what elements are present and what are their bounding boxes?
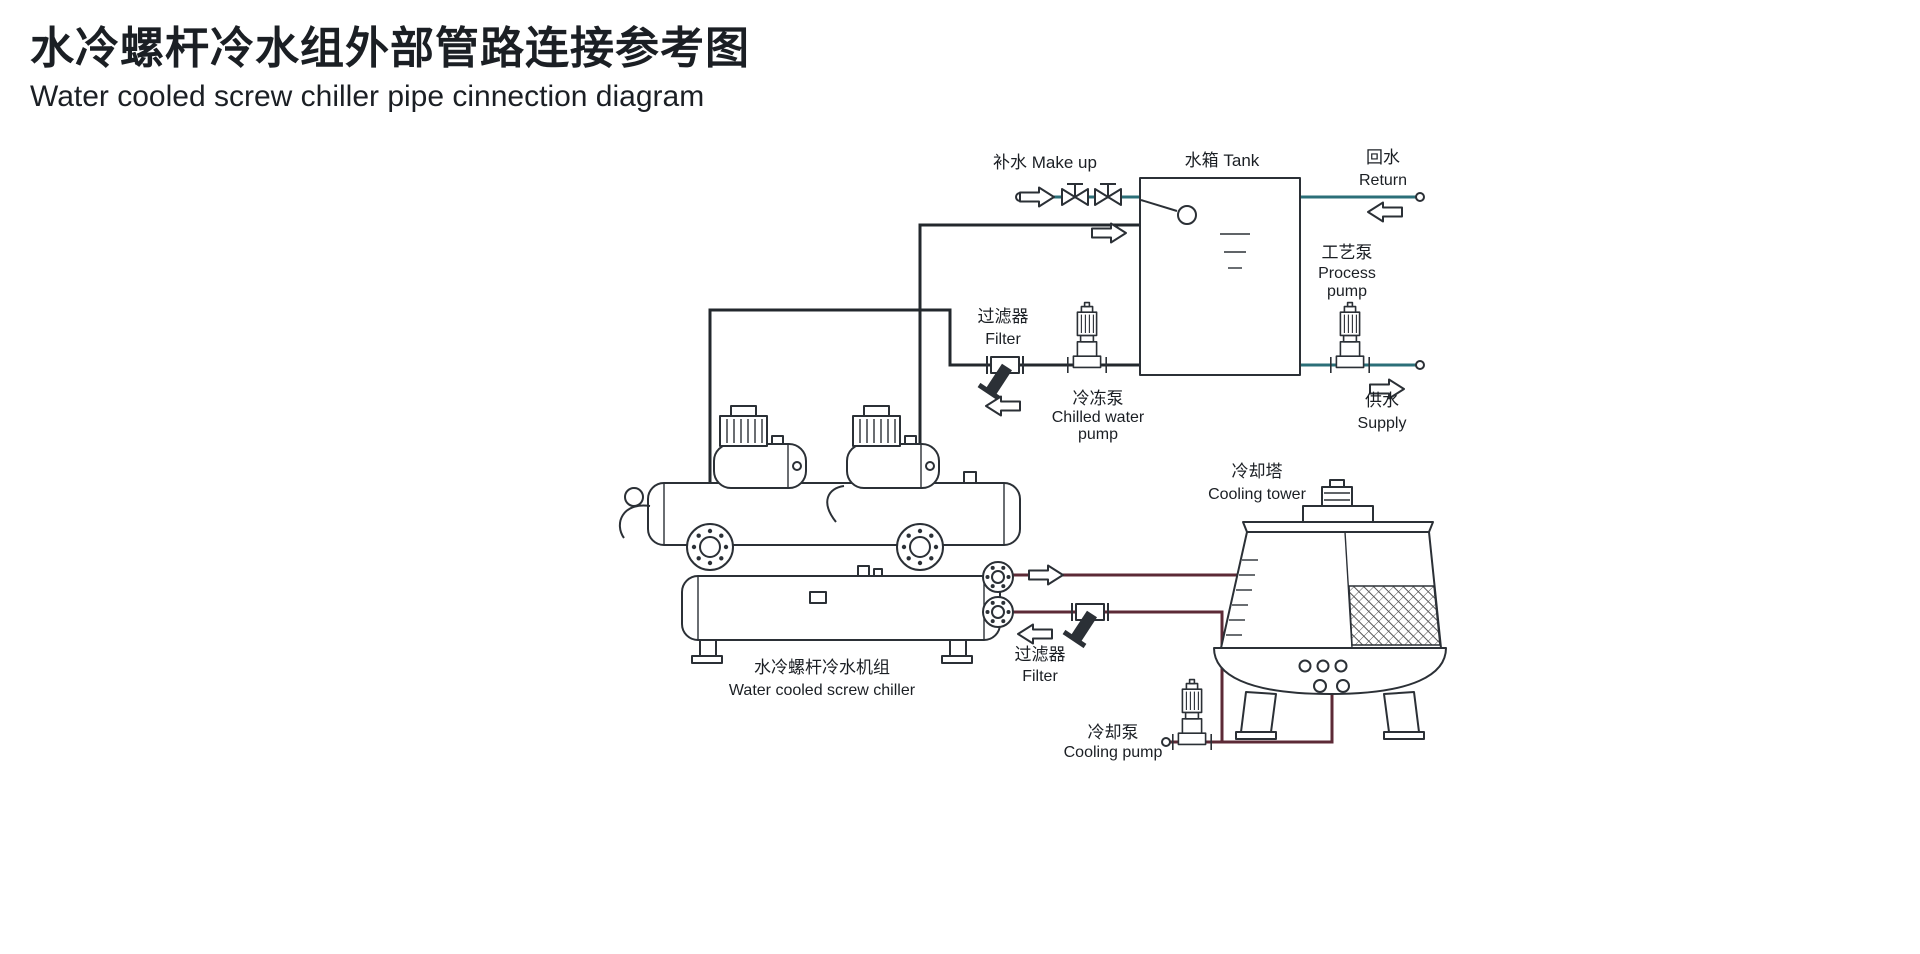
label-supply-en: Supply [1358,415,1407,432]
label-cooling-pump-en: Cooling pump [1064,744,1163,761]
compressor-2-icon [846,405,940,489]
chilled-water-pump-icon [1067,301,1107,374]
label-cooling-pump-zh: 冷却泵 [1088,723,1139,742]
cooling-filter-icon [1064,603,1108,646]
flow-arrow-condenser-out-icon [1028,564,1064,586]
pipe-end-fitting [1415,192,1425,202]
label-return-zh: 回水 [1366,148,1400,167]
label-process-pump-zh: 工艺泵 [1322,243,1373,262]
pipe-end-fitting [1415,360,1425,370]
label-chilled-pump-zh: 冷冻泵 [1073,389,1124,408]
label-cooling-tower-zh: 冷却塔 [1232,462,1283,481]
label-chiller-en: Water cooled screw chiller [729,682,916,699]
process-pump-icon [1330,301,1370,374]
condenser-flange-icon [982,596,1014,628]
cooling-pump-icon [1172,678,1212,751]
label-filter-cooling-zh: 过滤器 [1015,645,1066,664]
flow-arrow-make-up-icon [1019,186,1055,208]
tower-leg [1383,691,1420,733]
condenser-shell [681,575,1001,641]
label-chilled-pump-en1: Chilled water [1052,409,1145,426]
suction-elbow-icon [619,504,651,539]
make-up-valve2-icon [1094,183,1122,206]
compressor-1-icon [713,405,807,489]
basin-outlet-icon [1336,679,1350,693]
label-chilled-pump-en2: pump [1078,426,1118,443]
fan-cowl-icon [1302,505,1374,523]
basin-outlet-icon [1313,679,1327,693]
label-process-pump-en2: pump [1327,283,1367,300]
label-supply-zh: 供水 [1365,391,1399,410]
label-make-up: 补水 Make up [993,153,1097,172]
pipe-condenser-suction [1168,692,1334,744]
tower-basin [1213,647,1447,695]
pipe-end-fitting [1161,737,1171,747]
float-ball-icon [1177,205,1197,225]
title-block: 水冷螺杆冷水组外部管路连接参考图 Water cooled screw chil… [30,12,750,114]
label-cooling-tower-en: Cooling tower [1208,486,1307,503]
evaporator-flange-icon [896,523,944,571]
label-process-pump-en1: Process [1318,265,1376,282]
flow-arrow-return-icon [1367,201,1403,223]
flow-arrow-condenser-in-icon [1017,623,1053,645]
tower-leg [1240,691,1277,733]
evaporator-flange-icon [686,523,734,571]
chilled-filter-icon [979,356,1023,399]
label-tank: 水箱 Tank [1185,151,1260,170]
label-filter-chilled-zh: 过滤器 [978,307,1029,326]
flow-arrow-chilled-return-icon [985,395,1021,417]
chiller-unit [619,405,1021,664]
water-tank [1139,177,1301,376]
page-title-zh: 水冷螺杆冷水组外部管路连接参考图 [30,24,750,73]
cooling-tower [1213,479,1447,740]
label-return-en: Return [1359,172,1407,189]
label-chiller-zh: 水冷螺杆冷水机组 [754,658,890,677]
condenser-flange-icon [982,561,1014,593]
tower-fill-media [1348,585,1441,646]
float-valve-arm-icon [1140,199,1178,212]
make-up-valve-icon [1061,183,1089,206]
label-filter-cooling-en: Filter [1022,668,1058,685]
label-filter-chilled-en: Filter [985,331,1021,348]
fan-motor-icon [1321,486,1353,508]
page-title-en: Water cooled screw chiller pipe cinnecti… [30,80,705,113]
suction-elbow-icon [826,485,845,523]
pipe-chilled-supply [918,223,1140,540]
